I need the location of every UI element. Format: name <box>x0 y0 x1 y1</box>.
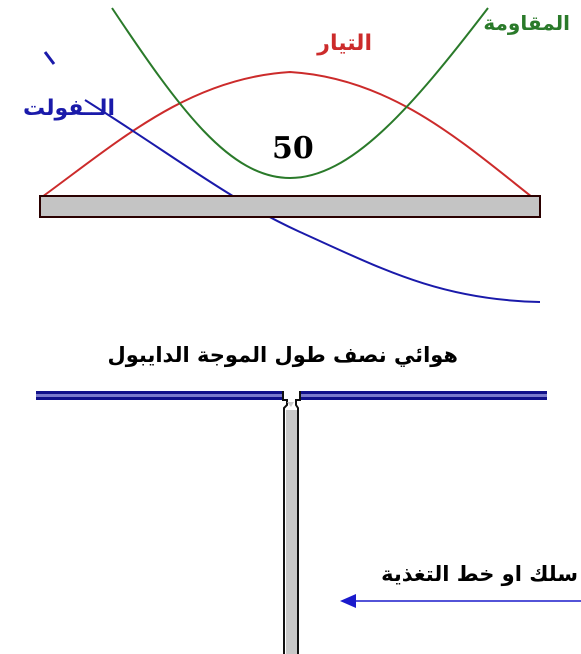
current-curve <box>41 70 533 198</box>
feed-arrow-head <box>340 594 356 608</box>
voltage-curve <box>84 99 541 303</box>
feed-line <box>282 391 301 654</box>
current-label: التيار <box>316 31 372 56</box>
feed-line-label: سلك او خط التغذية <box>381 562 578 586</box>
impedance-value: 50 <box>272 131 314 166</box>
resistance-curve <box>111 7 489 180</box>
antenna-bar <box>39 195 541 218</box>
voltage-label: الــفولت <box>23 96 115 121</box>
resistance-label: المقاومة <box>483 11 570 35</box>
dipole-title: هوائي نصف طول الموجة الدايبول <box>107 343 458 367</box>
voltage-label-mark <box>43 51 56 65</box>
